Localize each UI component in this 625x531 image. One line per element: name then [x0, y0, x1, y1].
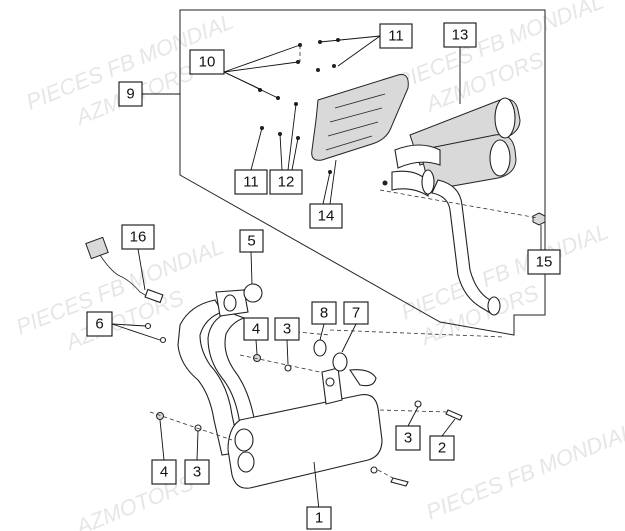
callout-13: 13: [443, 22, 477, 48]
callout-2: 2: [429, 435, 455, 461]
washer: [414, 400, 422, 408]
heat-shield-assembly: [258, 38, 546, 316]
nut: [156, 412, 164, 420]
clamp: [313, 339, 327, 357]
silencer-end-cap: [489, 139, 511, 177]
silencer-inlet: [234, 428, 254, 452]
callout-3: 3: [274, 317, 300, 341]
svg-text:5: 5: [247, 233, 255, 250]
svg-text:6: 6: [95, 316, 103, 333]
callout-7: 7: [343, 301, 369, 325]
svg-text:10: 10: [199, 54, 216, 71]
oxygen-sensor: [144, 288, 164, 304]
watermark-text: PIECES FB MONDIAL: [423, 419, 625, 525]
screw-group: [258, 38, 388, 186]
bolt: [390, 477, 409, 487]
svg-text:7: 7: [352, 305, 360, 322]
heat-shield-slot: [325, 135, 373, 151]
callout-3: 3: [184, 459, 210, 485]
svg-text:13: 13: [452, 27, 469, 44]
callout-4: 4: [243, 317, 269, 341]
callout-8: 8: [311, 301, 337, 325]
svg-text:11: 11: [243, 174, 259, 191]
callout-11: 11: [379, 23, 413, 49]
svg-text:16: 16: [130, 229, 147, 246]
svg-text:8: 8: [320, 305, 328, 322]
nut: [532, 212, 546, 226]
main-exhaust-assembly: [85, 236, 463, 489]
svg-text:12: 12: [278, 174, 295, 191]
heat-shield-plate: [311, 74, 409, 161]
silencer-inlet: [237, 451, 255, 473]
sensor-wire: [99, 254, 151, 299]
callout-labels: 9 10 11 13 11 12 14 15: [86, 22, 561, 530]
silencer-end-cap: [494, 97, 516, 139]
clamp: [421, 169, 435, 195]
callout-3: 3: [395, 425, 421, 451]
callout-14: 14: [309, 203, 343, 229]
bolt: [445, 409, 463, 421]
svg-text:3: 3: [193, 464, 201, 481]
svg-text:15: 15: [536, 254, 553, 271]
collector-pipe: [394, 144, 441, 169]
svg-text:4: 4: [160, 464, 168, 481]
nut: [253, 354, 261, 362]
clamp: [332, 352, 348, 372]
clamp-band: [349, 369, 377, 387]
heat-shield-slot: [329, 107, 383, 123]
svg-text:1: 1: [315, 510, 323, 527]
heat-shield-slot: [334, 93, 386, 109]
callout-5: 5: [239, 229, 264, 253]
bolt: [144, 322, 152, 330]
subassembly-outline: [179, 9, 546, 336]
main-silencer: [227, 393, 383, 489]
heat-shield-slot: [327, 121, 379, 137]
pipe-flange: [487, 296, 501, 316]
port-gasket: [223, 294, 237, 312]
svg-text:2: 2: [438, 440, 446, 457]
washer: [370, 466, 378, 474]
callout-12: 12: [269, 169, 303, 195]
svg-text:4: 4: [252, 321, 260, 338]
svg-text:14: 14: [318, 208, 335, 225]
bolt: [159, 336, 167, 344]
callout-11: 11: [234, 169, 268, 195]
sensor-connector: [85, 236, 109, 260]
svg-text:3: 3: [404, 430, 412, 447]
svg-text:3: 3: [283, 321, 291, 338]
leader-lines: [111, 35, 542, 511]
bracket-hole: [325, 377, 335, 387]
callout-9: 9: [118, 81, 143, 107]
svg-text:9: 9: [126, 86, 134, 103]
gasket: [243, 283, 263, 303]
collector-pipe: [391, 170, 431, 197]
watermark-text: AZMOTORS: [71, 470, 198, 531]
callout-16: 16: [121, 224, 155, 250]
callout-10: 10: [189, 49, 225, 75]
callout-1: 1: [306, 506, 332, 530]
svg-text:11: 11: [388, 28, 404, 45]
callout-4: 4: [151, 459, 177, 485]
callout-15: 15: [527, 249, 561, 275]
callout-6: 6: [86, 311, 113, 337]
